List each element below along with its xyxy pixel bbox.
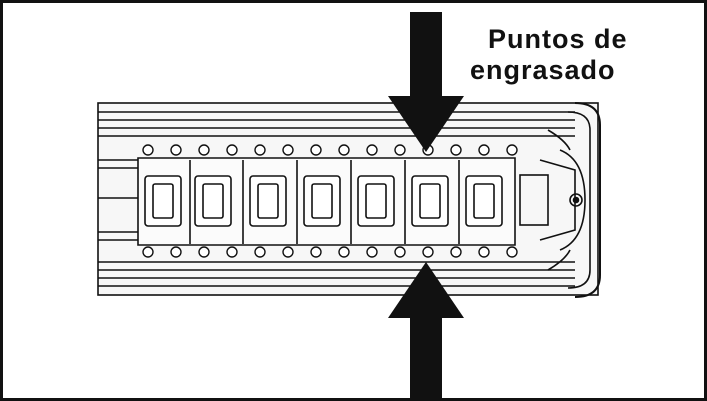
ball-cage [137, 157, 516, 246]
ball-row-bottom [142, 246, 518, 258]
grease-points-caption: Puntos de engrasado [470, 24, 670, 86]
rail-body [97, 102, 601, 298]
arrow-down-icon [388, 12, 464, 152]
caption-line-2: engrasado [470, 55, 616, 85]
arrow-up-icon [388, 262, 464, 401]
ball-row-top [142, 144, 518, 156]
caption-line-1: Puntos de [488, 24, 628, 54]
